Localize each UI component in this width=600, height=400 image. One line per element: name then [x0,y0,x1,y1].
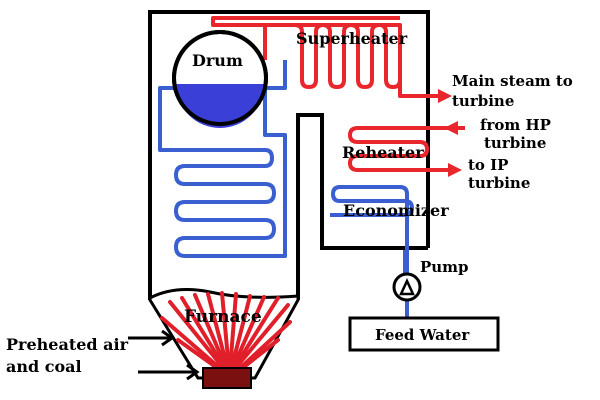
main-steam-label-1: Main steam to [452,72,573,90]
pump [392,272,422,302]
from-hp-label-2: turbine [484,134,546,152]
air-coal-label-1: Preheated air [6,335,129,354]
main-steam-label-2: turbine [452,92,514,110]
baffle-wall [296,113,428,300]
to-ip-label-2: turbine [468,174,530,192]
feed-water-label: Feed Water [375,326,470,344]
furnace-label: Furnace [184,307,262,327]
water-circuit [158,60,414,318]
from-hp-label-1: from HP [480,116,551,134]
air-coal-arrows [128,329,200,381]
steam-circuit [211,16,465,172]
feed-water-tank [348,316,500,352]
drum [172,30,268,128]
superheater-label: Superheater [296,29,408,48]
reheater-label: Reheater [342,143,424,162]
pump-label: Pump [420,258,469,276]
steam-arrowheads [438,89,462,177]
to-ip-label-1: to IP [468,156,508,174]
economizer-label: Economizer [343,201,449,220]
furnace-flames [160,291,292,372]
air-coal-label-2: and coal [6,357,82,376]
drum-label: Drum [192,51,243,70]
grate [202,367,252,389]
